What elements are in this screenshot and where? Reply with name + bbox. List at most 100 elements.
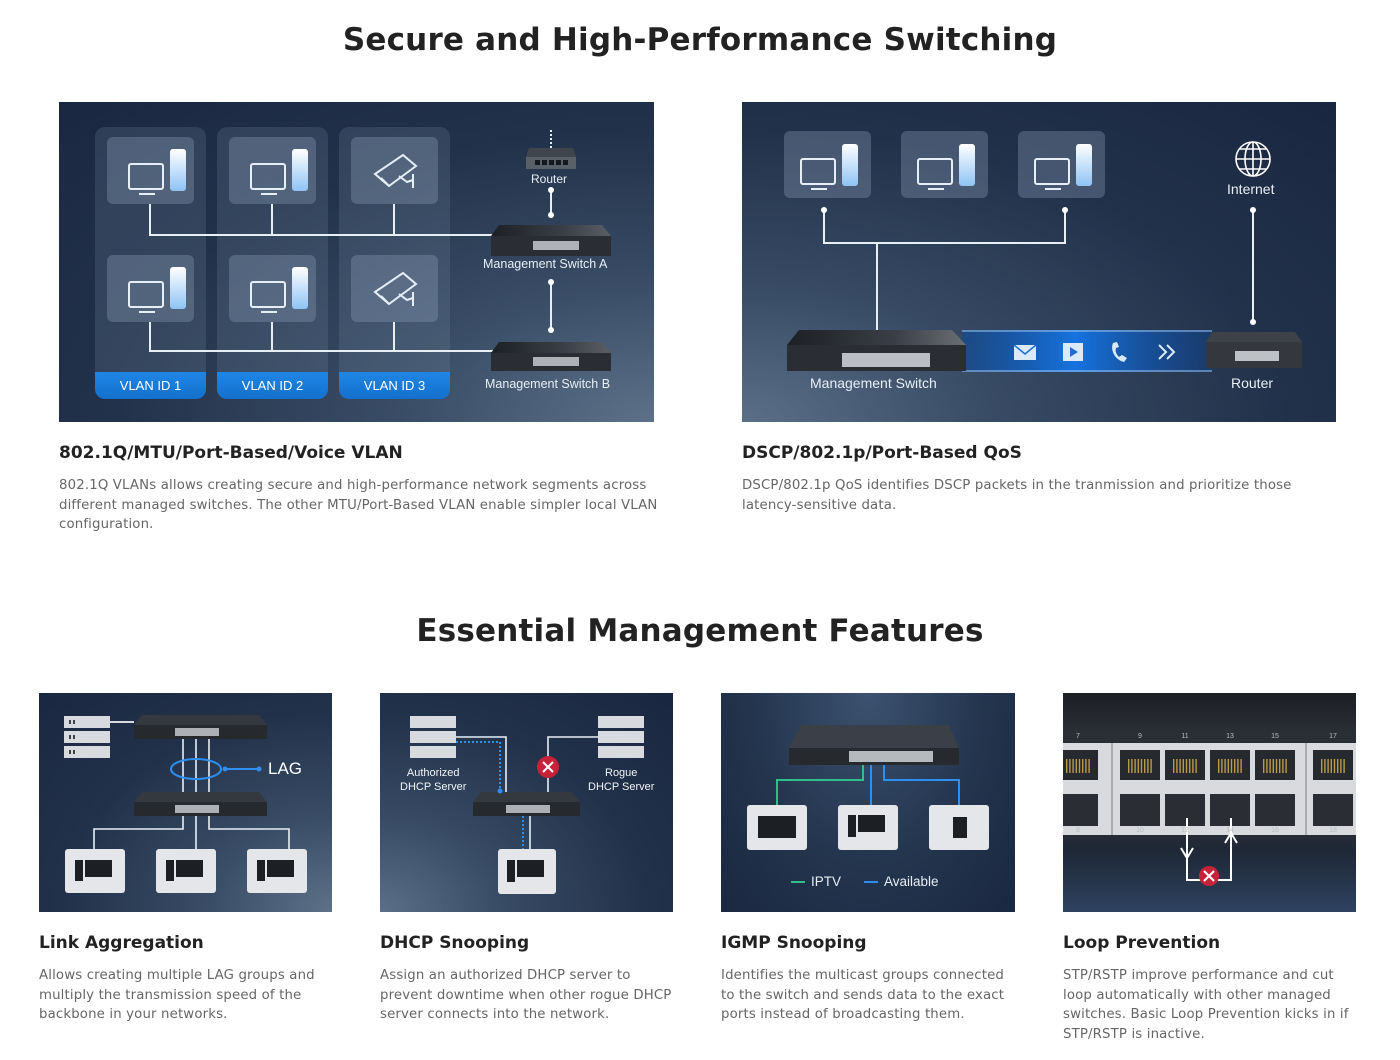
pc-icon xyxy=(800,144,858,190)
port-pin xyxy=(1230,759,1233,773)
port-pin xyxy=(1221,759,1223,773)
port-number-top: 17 xyxy=(1329,733,1337,740)
vlan-tag-3: VLAN ID 3 xyxy=(339,372,450,399)
forward-arrows-icon xyxy=(1158,344,1176,360)
legend-iptv-label: IPTV xyxy=(811,874,842,889)
port-pin xyxy=(1279,759,1281,773)
port-pin xyxy=(1078,759,1081,773)
qos-diagram-graphics xyxy=(787,141,1302,372)
port-number-bottom: 10 xyxy=(1136,827,1144,834)
feature-title-dhcp-snooping: DHCP Snooping xyxy=(380,933,530,953)
vlan-links xyxy=(149,130,552,352)
switch-b-icon xyxy=(491,342,611,371)
port-pin xyxy=(1333,759,1336,773)
rj45-port xyxy=(1165,794,1205,826)
port-number-top: 15 xyxy=(1271,733,1279,740)
lag-label: LAG xyxy=(268,759,303,778)
port-pin xyxy=(1179,759,1181,773)
port-pin xyxy=(1085,759,1087,773)
management-switch-label: Management Switch xyxy=(810,375,937,391)
feature-title-loop-prevention: Loop Prevention xyxy=(1063,933,1221,953)
port-pin xyxy=(1189,759,1191,773)
rj45-port xyxy=(1165,750,1205,780)
port-pin xyxy=(1272,759,1274,773)
vlan-card-description: 802.1Q VLANs allows creating secure and … xyxy=(59,478,658,533)
port-pin xyxy=(1128,759,1130,773)
blocked-x-icon xyxy=(1199,866,1219,886)
router-label: Router xyxy=(531,172,568,186)
port-pin xyxy=(1330,759,1332,773)
vlan-diagram: VLAN ID 1 VLAN ID 2 VLAN ID 3 xyxy=(59,102,654,422)
port-pin xyxy=(1285,759,1287,773)
qos-diagram: Internet Management Switch Router xyxy=(742,102,1336,422)
feature-desc-loop-prevention: STP/RSTP improve performance and cut loo… xyxy=(1063,968,1349,1042)
port-pin xyxy=(1340,759,1342,773)
rj45-port xyxy=(1255,794,1295,826)
qos-links xyxy=(823,210,1254,330)
router-icon xyxy=(526,148,576,169)
port-number-top: 11 xyxy=(1181,733,1189,740)
lag-ring xyxy=(170,758,222,780)
rj45-port xyxy=(1255,750,1295,780)
vlan-column-1: VLAN ID 1 xyxy=(95,127,206,399)
switch-a-icon xyxy=(491,225,611,256)
port-pin xyxy=(1269,759,1271,773)
port-number-bottom: 8 xyxy=(1076,827,1080,834)
pc-icon xyxy=(1034,144,1092,190)
internet-label: Internet xyxy=(1227,181,1275,197)
vlan-tag-2: VLAN ID 2 xyxy=(217,372,328,399)
port-number-top: 13 xyxy=(1226,733,1234,740)
rj45-port xyxy=(1120,794,1160,826)
port-pin xyxy=(1185,759,1188,773)
section-title-management: Essential Management Features xyxy=(416,613,984,649)
igmp-graphics xyxy=(747,725,989,883)
port-pin xyxy=(1337,759,1339,773)
port-pin xyxy=(1137,759,1139,773)
vlan-card-title: 802.1Q/MTU/Port-Based/Voice VLAN xyxy=(59,443,403,463)
port-pin xyxy=(1176,759,1178,773)
port-pin xyxy=(1066,759,1068,773)
workstation-icon xyxy=(498,849,556,894)
port-number-bottom: 12 xyxy=(1181,827,1189,834)
port-number-top: 9 xyxy=(1138,733,1142,740)
port-pin xyxy=(1266,759,1268,773)
phone-icon xyxy=(1112,342,1127,362)
rj45-port xyxy=(1120,750,1160,780)
port-number-bottom: 14 xyxy=(1226,827,1234,834)
port-pin xyxy=(1088,759,1090,773)
rogue-server-label: Rogue DHCP Server xyxy=(588,767,655,793)
pc-icon xyxy=(128,267,186,313)
port-number-top: 7 xyxy=(1076,733,1080,740)
port-pin xyxy=(1234,759,1236,773)
workstation-icon xyxy=(65,849,125,893)
rj45-port xyxy=(1313,750,1353,780)
port-pin xyxy=(1240,759,1242,773)
port-number-bottom: 18 xyxy=(1329,827,1337,834)
pc-icon xyxy=(917,144,975,190)
port-pin xyxy=(1275,759,1278,773)
blocked-x-icon xyxy=(537,756,559,778)
port-pin xyxy=(1227,759,1229,773)
dhcp-graphics xyxy=(410,716,644,894)
port-pin xyxy=(1224,759,1226,773)
port-pin xyxy=(1218,759,1220,773)
dhcp-snooping-diagram: Authorized DHCP Server Rogue DHCP Server xyxy=(380,693,673,912)
router-icon xyxy=(1206,332,1302,368)
loop-graphics xyxy=(1063,743,1356,886)
workstation-icon xyxy=(247,849,307,893)
port-pin xyxy=(1082,759,1084,773)
feature-title-link-aggregation: Link Aggregation xyxy=(39,933,204,953)
pc-icon xyxy=(128,149,186,195)
feature-desc-link-aggregation: Allows creating multiple LAG groups and … xyxy=(39,968,315,1023)
port-pin xyxy=(1140,759,1143,773)
globe-icon xyxy=(1235,141,1271,177)
port-pin xyxy=(1192,759,1194,773)
port-pin xyxy=(1075,759,1077,773)
lag-graphics xyxy=(64,715,307,893)
port-pin xyxy=(1182,759,1184,773)
rj45-port xyxy=(1210,750,1250,780)
port-pin xyxy=(1150,759,1152,773)
pc-icon xyxy=(250,267,308,313)
pc-icon xyxy=(250,149,308,195)
